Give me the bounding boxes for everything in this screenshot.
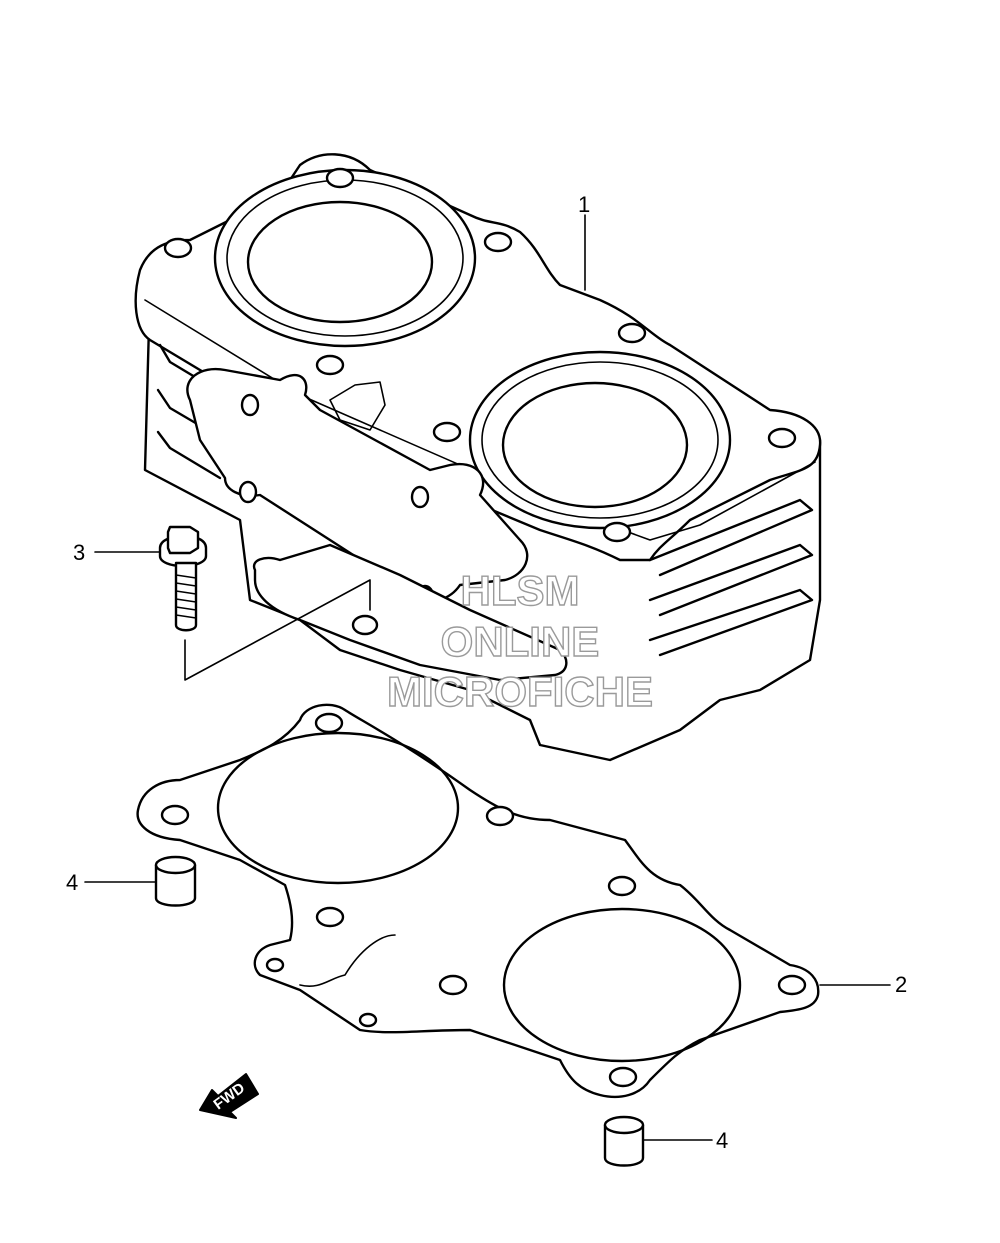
gasket-hole bbox=[160, 804, 190, 826]
bore-left-inner bbox=[246, 200, 434, 324]
bridge-hole bbox=[410, 485, 430, 509]
deck-hole bbox=[432, 421, 462, 443]
deck-hole bbox=[315, 354, 345, 376]
bore-right-ring bbox=[481, 361, 719, 519]
cylinder-base-flange bbox=[252, 543, 568, 682]
watermark-line3: MICROFICHE bbox=[387, 668, 653, 715]
gasket-hole bbox=[608, 1066, 638, 1088]
gasket-inner-edge bbox=[299, 934, 396, 987]
fwd-arrow-icon: FWD bbox=[199, 1073, 259, 1119]
bolt-shank bbox=[174, 561, 198, 632]
gasket-bore-right bbox=[502, 907, 742, 1063]
cooling-fin bbox=[648, 498, 814, 577]
gasket-hole bbox=[607, 875, 637, 897]
dowel-pin-upper[interactable] bbox=[154, 855, 197, 907]
callout-4-lower: 4 bbox=[716, 1128, 728, 1153]
cooling-fin bbox=[156, 430, 222, 480]
cooling-fin bbox=[648, 543, 814, 617]
chain-slot bbox=[329, 381, 386, 431]
dowel-top bbox=[603, 1115, 645, 1135]
leader-lines bbox=[84, 214, 891, 1141]
bolt-thread bbox=[175, 574, 197, 619]
deck-hole bbox=[767, 427, 797, 449]
deck-hole bbox=[163, 237, 193, 259]
cam-chain-bridge bbox=[186, 367, 529, 603]
gasket-hole bbox=[438, 974, 468, 996]
callout-2: 2 bbox=[895, 972, 907, 997]
cylinder-block[interactable] bbox=[134, 153, 822, 762]
watermark-line2: ONLINE bbox=[441, 618, 600, 665]
callout-4-upper: 4 bbox=[66, 870, 78, 895]
gasket-hole bbox=[485, 805, 515, 827]
watermark-line1: HLSM bbox=[461, 567, 580, 614]
deck-hole bbox=[602, 521, 632, 543]
bore-left-outer bbox=[213, 168, 477, 348]
bridge-hole bbox=[240, 393, 260, 417]
cooling-fin bbox=[648, 588, 814, 657]
bolt-head bbox=[166, 525, 200, 555]
bore-right-outer bbox=[468, 350, 732, 530]
callout-3: 3 bbox=[73, 540, 85, 565]
deck-hole bbox=[483, 231, 513, 253]
gasket-hole bbox=[358, 1012, 378, 1028]
gasket-hole bbox=[265, 957, 285, 973]
bridge-hole bbox=[238, 480, 258, 504]
cylinder-base-gasket[interactable] bbox=[136, 703, 820, 1099]
leader-3-bracket bbox=[184, 579, 371, 681]
gasket-hole bbox=[777, 974, 807, 996]
fwd-arrow-shape bbox=[199, 1073, 259, 1119]
callout-1: 1 bbox=[578, 192, 590, 217]
cylinder-bolt[interactable] bbox=[158, 525, 208, 632]
bore-right-inner bbox=[501, 381, 689, 509]
watermark: HLSM ONLINE MICROFICHE bbox=[386, 566, 653, 715]
gasket-bore-left bbox=[216, 731, 460, 885]
dowel-body bbox=[603, 1123, 645, 1167]
dowel-pin-lower[interactable] bbox=[603, 1115, 645, 1167]
gasket-hole bbox=[314, 712, 344, 734]
gasket-hole bbox=[315, 906, 345, 928]
deck-hole bbox=[617, 322, 647, 344]
dowel-top bbox=[154, 855, 197, 875]
deck-hole bbox=[325, 167, 355, 189]
dowel-body bbox=[154, 863, 197, 907]
base-dowel-hole bbox=[351, 614, 379, 636]
